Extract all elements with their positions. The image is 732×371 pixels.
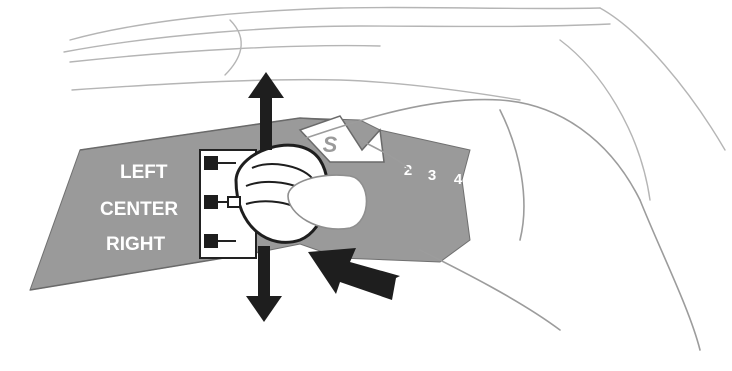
detent-center [204,195,218,209]
label-left: LEFT [120,162,168,183]
selector-mark-label: S [323,132,338,157]
label-center: CENTER [100,199,178,220]
scale-mark-3: 3 [428,167,436,184]
detent-left [204,156,218,170]
scale-mark-2: 2 [404,162,412,179]
scale-mark-4: 4 [454,171,463,188]
detent-right [204,234,218,248]
down-arrow-shaft [258,246,270,298]
up-arrow-shaft [260,96,272,150]
knob-pointer [228,197,240,207]
label-right: RIGHT [106,234,166,255]
